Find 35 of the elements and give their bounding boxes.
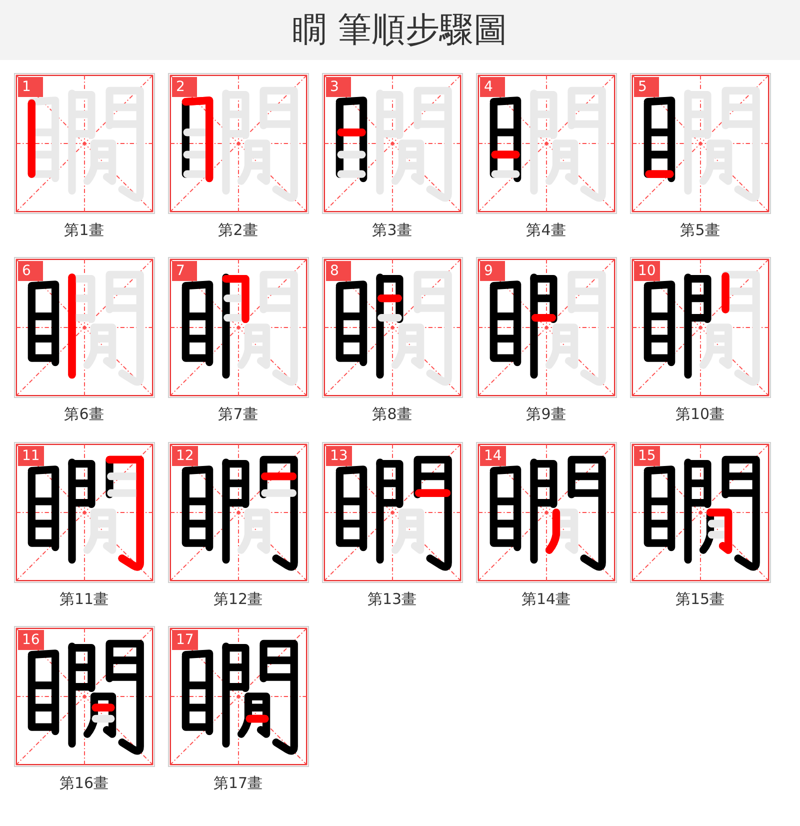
page-title: 瞯 筆順步驟圖: [292, 9, 508, 51]
step-caption: 第7畫: [218, 405, 258, 423]
step-number: 5: [634, 77, 659, 97]
step-caption: 第2畫: [218, 221, 258, 239]
step-caption: 第11畫: [59, 590, 109, 608]
step-caption: 第6畫: [64, 405, 104, 423]
step-caption: 第15畫: [675, 590, 725, 608]
step-number: 7: [172, 261, 197, 281]
step-number: 2: [172, 77, 197, 97]
step-number: 14: [480, 446, 506, 466]
step-caption: 第17畫: [213, 774, 263, 792]
step-caption: 第10畫: [675, 405, 725, 423]
step-number: 16: [18, 630, 44, 650]
step-number: 1: [18, 77, 43, 97]
step-caption: 第3畫: [372, 221, 412, 239]
step-number: 4: [480, 77, 505, 97]
step-number: 3: [326, 77, 351, 97]
step-caption: 第1畫: [64, 221, 104, 239]
step-caption: 第9畫: [526, 405, 566, 423]
step-caption: 第8畫: [372, 405, 412, 423]
step-caption: 第4畫: [526, 221, 566, 239]
step-caption: 第12畫: [213, 590, 263, 608]
step-number: 13: [326, 446, 352, 466]
step-number: 6: [18, 261, 43, 281]
step-caption: 第5畫: [680, 221, 720, 239]
step-caption: 第14畫: [521, 590, 571, 608]
step-number: 11: [18, 446, 44, 466]
step-caption: 第16畫: [59, 774, 109, 792]
step-number: 9: [480, 261, 505, 281]
step-number: 10: [634, 261, 660, 281]
step-number: 12: [172, 446, 198, 466]
step-number: 15: [634, 446, 660, 466]
step-number: 8: [326, 261, 351, 281]
step-caption: 第13畫: [367, 590, 417, 608]
step-number: 17: [172, 630, 198, 650]
